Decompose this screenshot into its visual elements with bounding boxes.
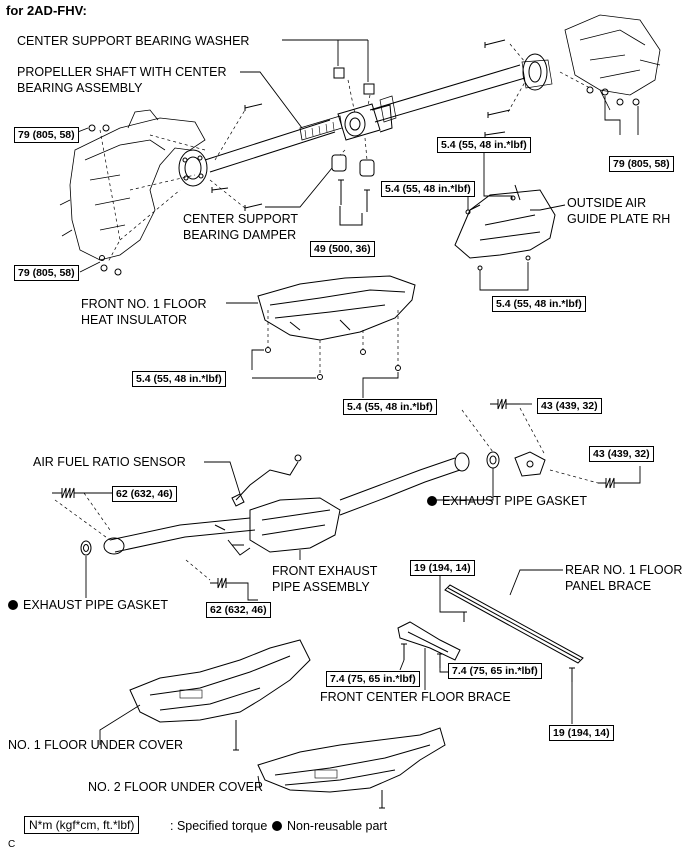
label-front-center-floor-brace: FRONT CENTER FLOOR BRACE: [320, 690, 511, 704]
propeller-shaft: [178, 53, 553, 187]
label-front-floor-heat-insulator-line1: FRONT NO. 1 FLOOR: [81, 297, 207, 311]
torque-49: 49 (500, 36): [310, 241, 375, 257]
label-air-fuel-ratio-sensor: AIR FUEL RATIO SENSOR: [33, 455, 186, 469]
torque-5-4-plate-bottom: 5.4 (55, 48 in.*lbf): [492, 296, 586, 312]
label-rear-floor-panel-brace-line1: REAR NO. 1 FLOOR: [565, 563, 683, 577]
center-support-bearing: [337, 95, 397, 141]
label-exhaust-pipe-gasket-right: EXHAUST PIPE GASKET: [427, 494, 587, 509]
torque-62-top: 62 (632, 46): [112, 486, 177, 502]
torque-5-4-plate-left: 5.4 (55, 48 in.*lbf): [381, 181, 475, 197]
outside-air-guide-plate: [454, 184, 556, 271]
rear-differential: [564, 14, 661, 111]
torque-5-4-plate-top: 5.4 (55, 48 in.*lbf): [437, 137, 531, 153]
nonreusable-dot-icon: [8, 600, 18, 610]
exhaust-gasket-left: [80, 540, 92, 556]
fasteners-upper: [88, 39, 640, 276]
torque-19-bottom: 19 (194, 14): [549, 725, 614, 741]
no2-floor-under-cover: [257, 727, 446, 809]
front-exhaust-pipe: [103, 452, 470, 556]
label-propeller-shaft-line1: PROPELLER SHAFT WITH CENTER: [17, 65, 227, 79]
label-center-support-bearing-washer: CENTER SUPPORT BEARING WASHER: [17, 34, 250, 48]
corner-mark: C: [8, 839, 16, 850]
label-center-support-damper-line1: CENTER SUPPORT: [183, 212, 299, 226]
legend-torque-desc: : Specified torque: [170, 819, 268, 833]
exhaust-flange: [514, 451, 546, 477]
page-title: for 2AD-FHV:: [6, 3, 87, 18]
torque-5-4-insulator-right: 5.4 (55, 48 in.*lbf): [343, 399, 437, 415]
rear-floor-panel-brace: [444, 584, 584, 682]
label-center-support-damper-line2: BEARING DAMPER: [183, 228, 297, 242]
damper-1: [331, 154, 347, 172]
torque-7-4-left: 7.4 (75, 65 in.*lbf): [326, 671, 420, 687]
torque-19-top: 19 (194, 14): [410, 560, 475, 576]
torque-62-bottom: 62 (632, 46): [206, 602, 271, 618]
label-no1-floor-under-cover: NO. 1 FLOOR UNDER COVER: [8, 738, 184, 752]
torque-43-top: 43 (439, 32): [537, 398, 602, 414]
torque-79-top-left: 79 (805, 58): [14, 127, 79, 143]
label-front-floor-heat-insulator-line2: HEAT INSULATOR: [81, 313, 188, 327]
torque-43-bottom: 43 (439, 32): [589, 446, 654, 462]
no1-floor-under-cover: [129, 639, 311, 751]
legend-nonreusable: Non-reusable part: [272, 819, 387, 833]
torque-79-bottom-left: 79 (805, 58): [14, 265, 79, 281]
legend-torque-unit: N*m (kgf*cm, ft.*lbf): [24, 816, 140, 834]
leader-lines: [69, 39, 641, 789]
nonreusable-dot-icon: [272, 821, 282, 831]
transmission-housing: [59, 109, 206, 261]
nonreusable-dot-icon: [427, 496, 437, 506]
label-front-exhaust-pipe-line1: FRONT EXHAUST: [272, 564, 378, 578]
label-exhaust-pipe-gasket-left: EXHAUST PIPE GASKET: [8, 598, 168, 613]
center-bearing-bolts: [338, 179, 370, 226]
label-outside-air-guide-line2: GUIDE PLATE RH: [567, 212, 671, 226]
front-floor-heat-insulator: [257, 275, 416, 380]
label-outside-air-guide-line1: OUTSIDE AIR: [567, 196, 647, 210]
washer-2: [363, 83, 375, 95]
label-rear-floor-panel-brace-line2: PANEL BRACE: [565, 579, 652, 593]
front-center-floor-brace: [397, 621, 461, 668]
label-propeller-shaft-line2: BEARING ASSEMBLY: [17, 81, 143, 95]
label-front-exhaust-pipe-line2: PIPE ASSEMBLY: [272, 580, 370, 594]
torque-5-4-insulator-left: 5.4 (55, 48 in.*lbf): [132, 371, 226, 387]
damper-2: [359, 159, 375, 177]
torque-79-right: 79 (805, 58): [609, 156, 674, 172]
exhaust-springs: [52, 398, 628, 589]
alignment-lines-exhaust: [54, 407, 599, 581]
label-no2-floor-under-cover: NO. 2 FLOOR UNDER COVER: [88, 780, 264, 794]
torque-7-4-right: 7.4 (75, 65 in.*lbf): [448, 663, 542, 679]
washer-1: [333, 67, 345, 79]
alignment-lines-top: [99, 43, 591, 263]
exhaust-gasket-right: [486, 451, 500, 469]
air-fuel-ratio-sensor: [231, 454, 302, 507]
